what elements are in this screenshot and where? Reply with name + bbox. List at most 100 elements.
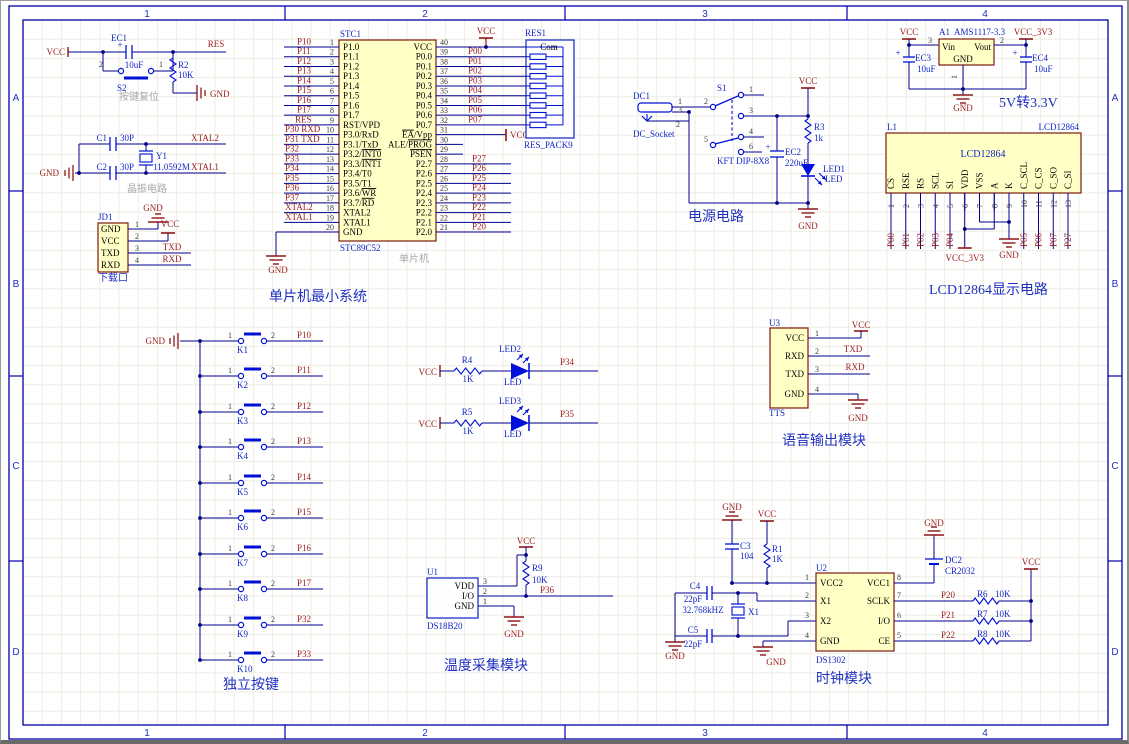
- switch-designator: S2: [117, 83, 127, 93]
- pin-name: P0.2: [416, 71, 432, 81]
- polarity-plus: +: [765, 142, 770, 152]
- net-label-gnd: GND: [999, 250, 1019, 260]
- pin-number: 7: [897, 591, 901, 600]
- crystal-value: 32.768kHZ: [682, 605, 723, 615]
- pin-name-vout: Vout: [974, 42, 991, 52]
- net-label-vcc3v3: VCC_3V3: [1014, 27, 1053, 37]
- net-label: P12: [297, 401, 311, 411]
- net-label: P10: [297, 330, 312, 340]
- net-label: P13: [297, 66, 312, 76]
- net-label-gnd: GND: [268, 265, 288, 275]
- caption-crystal: 晶振电路: [127, 182, 167, 195]
- pin-number: 1: [678, 97, 682, 106]
- lcd-module[interactable]: CS1P00RSE2P01RS3P02SCL4P03SI5P04VDD6VSS7…: [885, 122, 1082, 298]
- net-label-gnd: GND: [848, 413, 868, 423]
- rtc-part: DS1302: [816, 655, 846, 665]
- net-label: P37: [285, 192, 300, 202]
- pin-number: 5: [704, 135, 708, 144]
- pin-number: 1: [228, 402, 232, 411]
- resistor-value: 1K: [463, 374, 475, 384]
- pin-number: 2: [271, 437, 275, 446]
- pin-name: P2.1: [416, 217, 432, 227]
- pin-number: 16: [326, 184, 334, 193]
- pin-number: 1: [330, 38, 334, 47]
- pin-name: P2.3: [416, 198, 433, 208]
- zone-col: 4: [982, 9, 988, 20]
- pin-name: VCC: [413, 42, 432, 52]
- respack-part: RES_PACK9: [524, 140, 573, 150]
- pin-name: C_SCL: [1019, 162, 1029, 189]
- resistor-value: 10K: [995, 609, 1011, 619]
- pin-number: 27: [440, 165, 448, 174]
- net-label: P14: [297, 75, 312, 85]
- pin-number: 5: [946, 204, 955, 208]
- pin-number: 2: [1000, 36, 1004, 45]
- pin-name: ALE/PROG: [388, 139, 433, 149]
- net-label: P36: [285, 183, 300, 193]
- pin-name: CE: [878, 636, 890, 646]
- net-label: P11: [297, 46, 311, 56]
- net-label-rxd: RXD: [162, 254, 182, 264]
- resistor-designator: R4: [462, 355, 473, 365]
- net-label-vcc: VCC: [161, 219, 180, 229]
- pin-name: C_SO: [1048, 166, 1058, 189]
- battery-designator: DC2: [945, 555, 962, 565]
- power-circuit[interactable]: DC1 DC_Socket 1 3 2 S1 2 1 3 5 4 6 KFT D…: [633, 76, 845, 231]
- pin-number: 2: [676, 120, 680, 129]
- res-pack[interactable]: RES1 Com RES_PACK9: [524, 28, 575, 150]
- led-designator: LED2: [499, 344, 521, 354]
- key-designator: K3: [237, 416, 248, 426]
- pin-name: RS: [916, 178, 926, 189]
- pin-name: C_SI: [1063, 170, 1073, 189]
- key-designator: K8: [237, 593, 248, 603]
- pin-number: 20: [326, 223, 334, 232]
- pin-number: 6: [330, 87, 334, 96]
- pin-name: PSEN: [410, 149, 433, 159]
- pin-number: 3: [483, 577, 487, 586]
- resistor-value: 10K: [995, 629, 1011, 639]
- regulator[interactable]: VCC A1 AMS1117-3.3 VCC_3V3 3 2 Vin Vout …: [895, 27, 1057, 113]
- capacitor-value: 30P: [120, 162, 134, 172]
- reset-circuit[interactable]: VCC EC1 + 10uF 2 1 S2 按键复位 RES R2 10K GN…: [46, 33, 230, 103]
- pin-number: 1: [805, 573, 809, 582]
- capacitor-designator: EC3: [915, 53, 932, 63]
- pin-number: 4: [931, 204, 940, 208]
- pin-number: 8: [897, 573, 901, 582]
- pin-number: 4: [815, 385, 819, 394]
- pin-name: GND: [101, 224, 121, 234]
- capacitor-designator: EC2: [785, 147, 801, 157]
- net-label: P12: [297, 56, 311, 66]
- pin-name: VDD: [455, 581, 475, 591]
- pin-name: GND: [343, 227, 363, 237]
- pin-name: X2: [820, 616, 831, 626]
- net-label: P33: [297, 649, 312, 659]
- crystal-circuit[interactable]: C1 30P C2 30P Y1 11.0592M GND XTAL2 XTAL…: [40, 133, 227, 195]
- net-label-vcc3v3: VCC_3V3: [945, 253, 984, 263]
- capacitor-value: 22pF: [684, 594, 703, 604]
- net-label-gnd: GND: [722, 502, 742, 512]
- regulator-part: AMS1117-3.3: [954, 27, 1006, 37]
- pin-number: 8: [330, 106, 334, 115]
- pin-number: 32: [440, 116, 448, 125]
- pin-number: 2: [271, 650, 275, 659]
- zone-col: 2: [422, 9, 428, 20]
- net-label: P02: [916, 233, 926, 247]
- pin-name: I/O: [878, 616, 890, 626]
- pin-name: P2.7: [416, 159, 433, 169]
- sensor-designator: U1: [427, 567, 438, 577]
- resistor-designator: R2: [178, 60, 189, 70]
- pin-name: SCLK: [867, 596, 891, 606]
- pin-number: 3: [135, 244, 139, 253]
- sensor-part: DS18B20: [427, 621, 463, 631]
- pin-number: 35: [440, 87, 448, 96]
- polarity-plus: +: [117, 40, 122, 50]
- pin-name: K: [1004, 182, 1014, 189]
- pin-number: 36: [440, 77, 448, 86]
